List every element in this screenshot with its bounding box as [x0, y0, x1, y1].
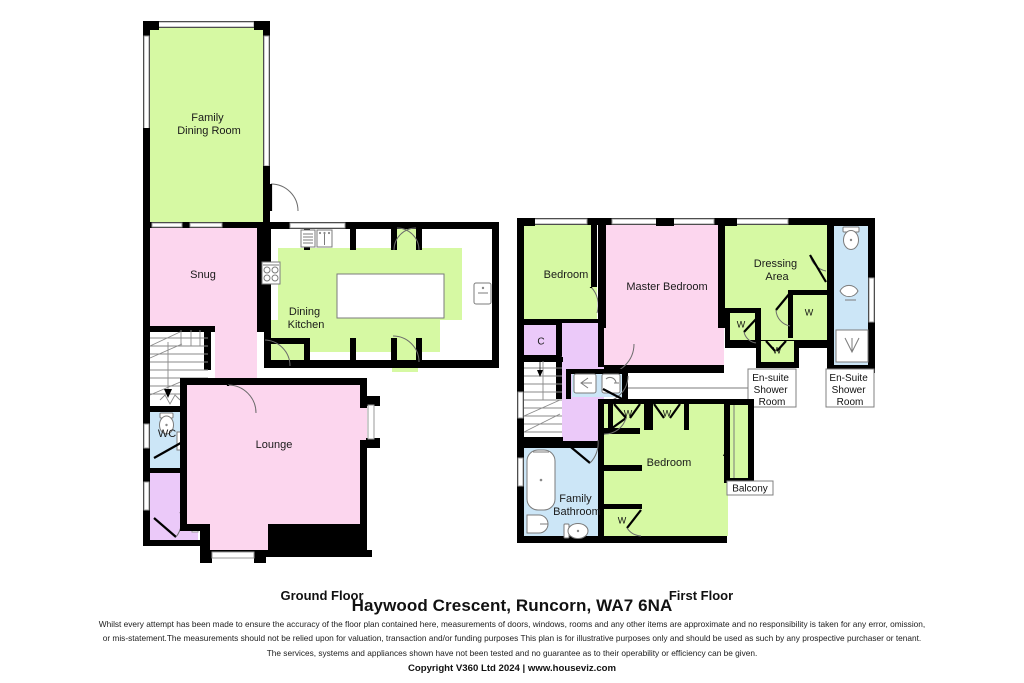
toilet-wc [159, 412, 174, 435]
sink-icon-utility [473, 282, 492, 305]
callout-ensuite-right: En-Suite Shower Room [825, 368, 875, 408]
copyright-line: Copyright V360 Ltd 2024 | www.houseviz.c… [407, 663, 617, 675]
room-label-snug: Snug [190, 269, 216, 281]
room-bedroom-2: Bedroom [517, 218, 599, 325]
first-floor-caption: First Floor [669, 588, 733, 603]
bath-icon [526, 449, 556, 511]
door-family-dining [269, 183, 299, 212]
disclaimer-line-1: Whilst every attempt has been made to en… [98, 619, 926, 629]
shower-ensuite-left [573, 373, 597, 394]
page-title: Haywood Crescent, Runcorn, WA7 6NA [351, 596, 673, 615]
wardrobe-label: W [737, 319, 746, 329]
wardrobe-right: W [775, 290, 828, 338]
wardrobe-label: W [805, 307, 814, 317]
room-master-bedroom: Master Bedroom [598, 218, 725, 376]
wardrobe-bedroom3-b: W [648, 403, 689, 430]
shower-ensuite-right [835, 329, 869, 363]
svg-text:En-suite Shower: En-suite Shower Room [752, 373, 791, 408]
hob-icon [261, 261, 281, 285]
room-dressing-area: Dressing Area W W [725, 218, 834, 375]
kitchen-island [336, 273, 445, 319]
oven-icon [300, 229, 316, 248]
first-floor-outer-wall-left [517, 218, 524, 543]
wardrobe-bedroom3-a: W [608, 403, 649, 430]
room-dining-kitchen: Dining Kitchen [261, 222, 499, 372]
room-family-bathroom: Family Bathroom [517, 433, 604, 543]
room-ensuite-left: En-suite Shower Room [566, 368, 797, 408]
balcony-callout: Balcony [723, 399, 774, 496]
room-label-cupboard: C [537, 337, 544, 348]
wardrobe-label: W [618, 515, 627, 525]
svg-text:En-Suite Shower: En-Suite Shower Room [829, 373, 870, 408]
first-floor-outer-wall-bottom [517, 536, 727, 543]
room-label-bedroom-2: Bedroom [544, 269, 589, 281]
wardrobe-bottom: W [756, 340, 799, 368]
ground-floor-plan: Family Dining Room Snug [143, 21, 499, 603]
hall-pink-link [215, 330, 257, 382]
room-snug: Snug [143, 222, 270, 332]
callout-ensuite-left: En-suite Shower Room [628, 368, 797, 408]
toilet-ensuite-right [842, 226, 860, 250]
room-label-family-dining-room: Family Dining Room [177, 112, 241, 137]
wardrobe-label: W [624, 408, 633, 418]
basin-ensuite-right [839, 284, 859, 301]
room-bedroom-3: Bedroom W W [598, 399, 774, 537]
room-label-dressing-area: Dressing Area [754, 258, 800, 283]
footer: Haywood Crescent, Runcorn, WA7 6NA Whils… [0, 596, 1024, 674]
toilet-family-bathroom [563, 523, 589, 539]
room-label-family-bathroom: Family Bathroom [553, 493, 601, 518]
disclaimer-line-2: or mis-statement.The measurements should… [102, 633, 922, 644]
room-label-dining-kitchen: Dining Kitchen [288, 306, 325, 331]
sink-icon-kitchen [316, 229, 333, 248]
room-label-lounge: Lounge [256, 439, 293, 451]
room-lounge: Lounge [180, 378, 380, 563]
staircase-first [517, 357, 563, 443]
wardrobe-bedroom3-c: W [604, 504, 642, 537]
ground-floor-caption: Ground Floor [280, 588, 363, 603]
room-label-master-bedroom: Master Bedroom [626, 281, 707, 293]
room-label-bedroom-3: Bedroom [647, 457, 692, 469]
first-floor-plan: Bedroom C [517, 218, 875, 603]
svg-text:Balcony: Balcony [732, 484, 768, 495]
disclaimer-line-3: The services, systems and appliances sho… [266, 647, 758, 658]
room-ensuite-right: En-Suite Shower Room [825, 218, 875, 408]
wardrobe-label: W [663, 408, 672, 418]
basin-family-bathroom [526, 514, 549, 534]
room-label-wc: WC [158, 428, 176, 440]
room-family-dining-room: Family Dining Room [143, 21, 270, 222]
wardrobe-left: W [725, 308, 761, 344]
